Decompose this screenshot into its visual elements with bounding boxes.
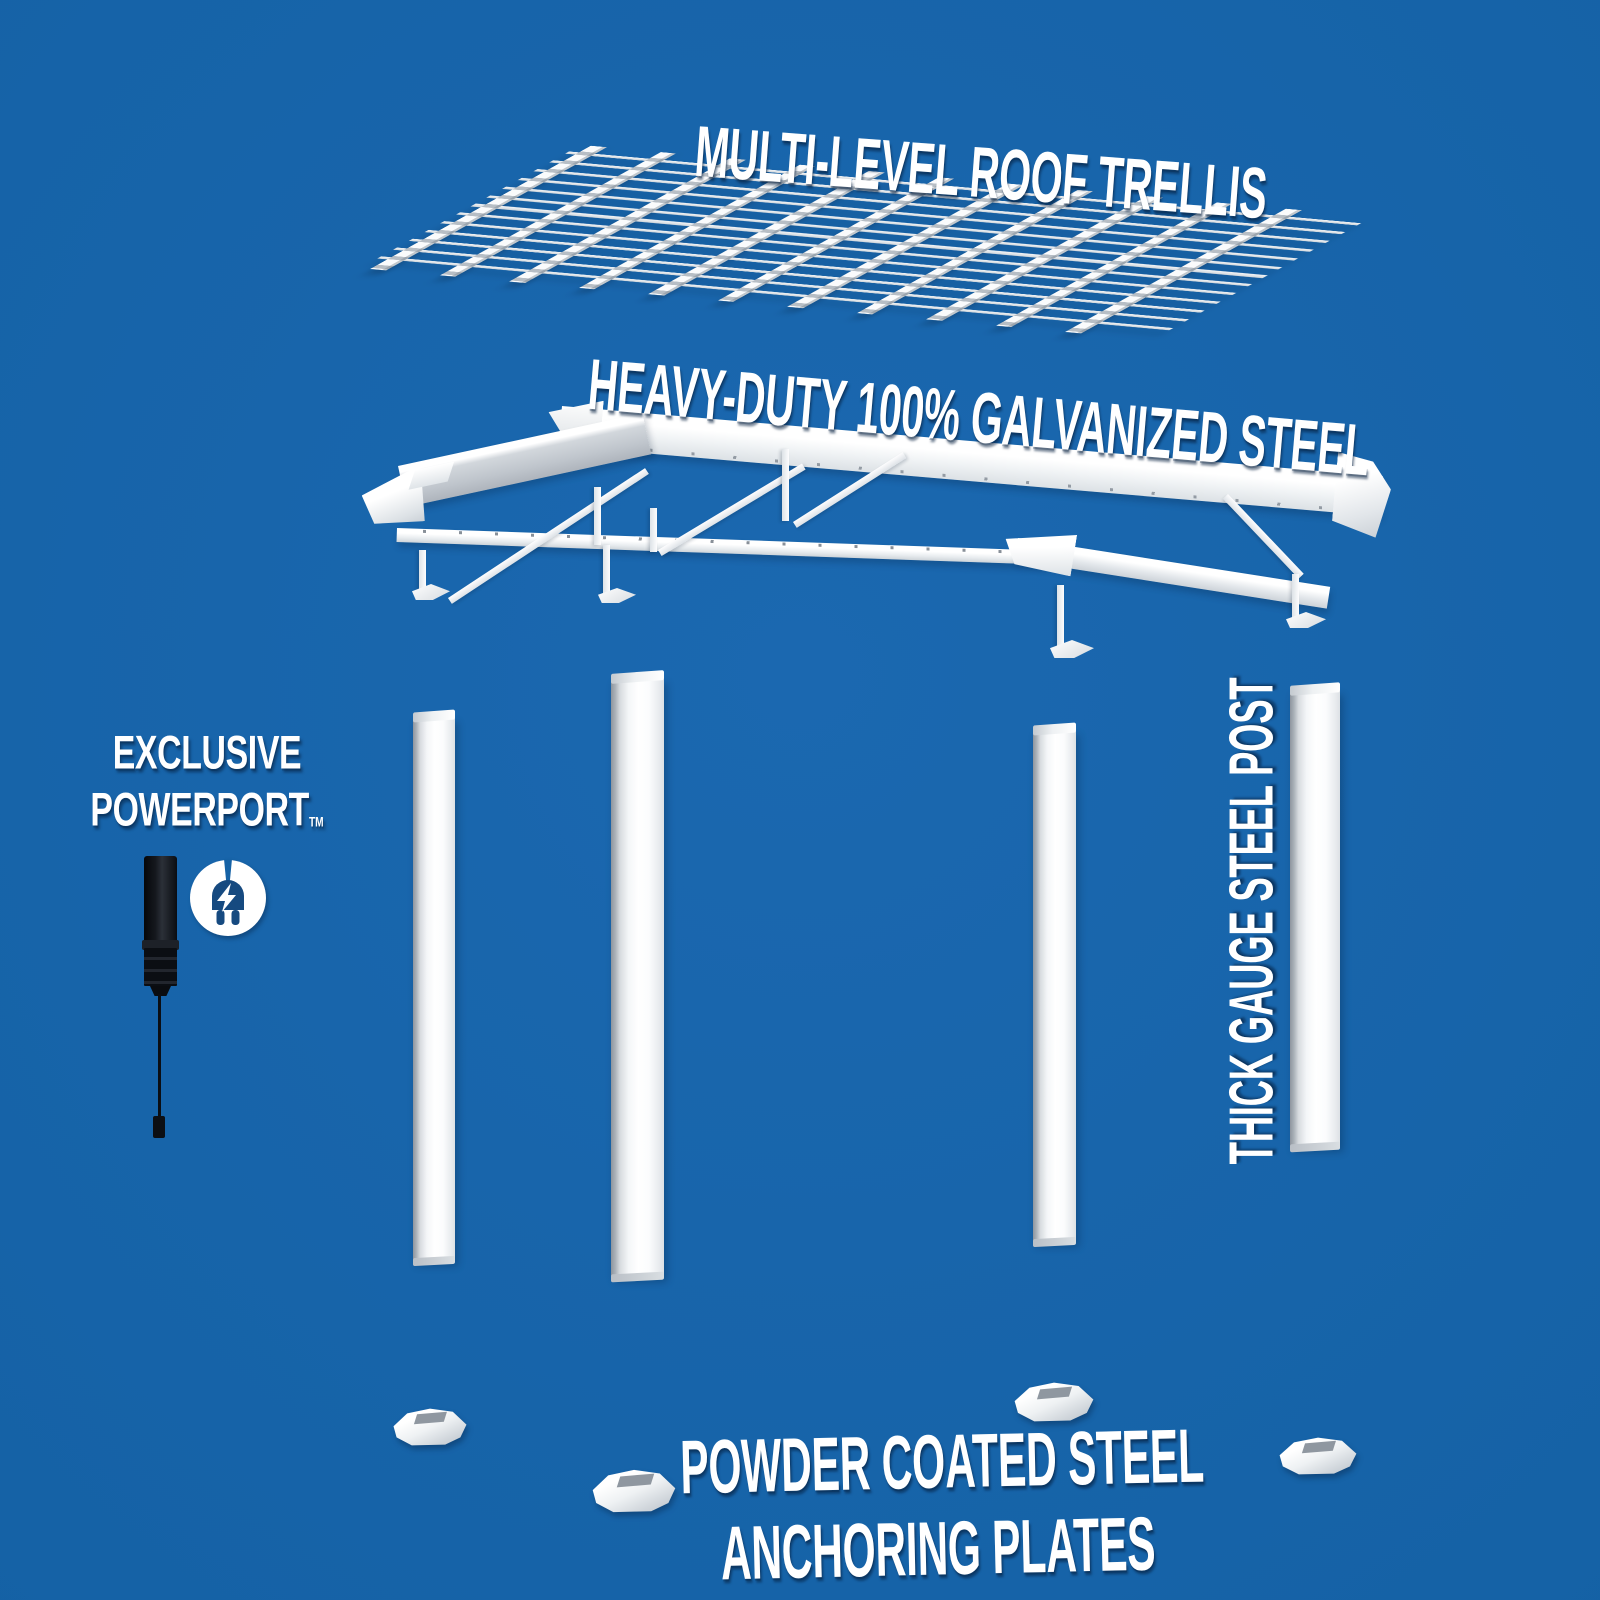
frame-brace — [1292, 574, 1299, 622]
anchor-plate — [591, 1468, 677, 1514]
powerport-device-body — [144, 856, 177, 942]
frame-front-rail — [396, 528, 1045, 565]
powerport-device-taper — [150, 986, 171, 996]
anchor-plates-label-line2: ANCHORING PLATES — [549, 1497, 1327, 1600]
frame-brace — [603, 545, 610, 595]
powerport-cord — [158, 994, 161, 1118]
powerport-lightning-plug-icon — [190, 859, 266, 936]
powerport-label-line2: POWERPORTTM — [90, 783, 324, 836]
powerport-label: EXCLUSIVE POWERPORTTM — [45, 724, 369, 839]
anchor-plates-label-line2-text: ANCHORING PLATES — [719, 1501, 1157, 1597]
anchor-plates-label-line1-text: POWDER COATED STEEL — [679, 1413, 1205, 1511]
powerport-cord-plug-tip — [153, 1116, 165, 1138]
frame-brace — [594, 487, 601, 545]
anchor-plate — [392, 1407, 468, 1447]
steel-post-label-text: THICK GAUGE STEEL POST — [1217, 677, 1287, 1165]
steel-post — [413, 717, 455, 1261]
frame-right-beam-cap — [1001, 524, 1077, 576]
powerport-device-lower — [144, 948, 177, 986]
steel-post-label: THICK GAUGE STEEL POST — [1217, 509, 1288, 1334]
frame-foot-plate — [1286, 612, 1326, 628]
frame-foot-plate — [598, 588, 636, 603]
anchor-plate — [1278, 1436, 1358, 1476]
steel-post — [1290, 690, 1340, 1147]
frame-brace — [782, 449, 789, 521]
frame-brace — [419, 550, 426, 592]
frame-foot-plate — [412, 584, 450, 600]
frame-foot-plate — [1050, 640, 1094, 658]
steel-post — [1033, 730, 1076, 1242]
powerport-device-band — [142, 940, 179, 950]
powerport-label-line1: EXCLUSIVE — [112, 725, 302, 779]
frame-brace — [650, 508, 657, 552]
anchor-plate — [1013, 1381, 1095, 1423]
frame-brace — [1057, 585, 1064, 649]
steel-post — [611, 678, 664, 1277]
trademark-symbol: TM — [308, 813, 324, 830]
